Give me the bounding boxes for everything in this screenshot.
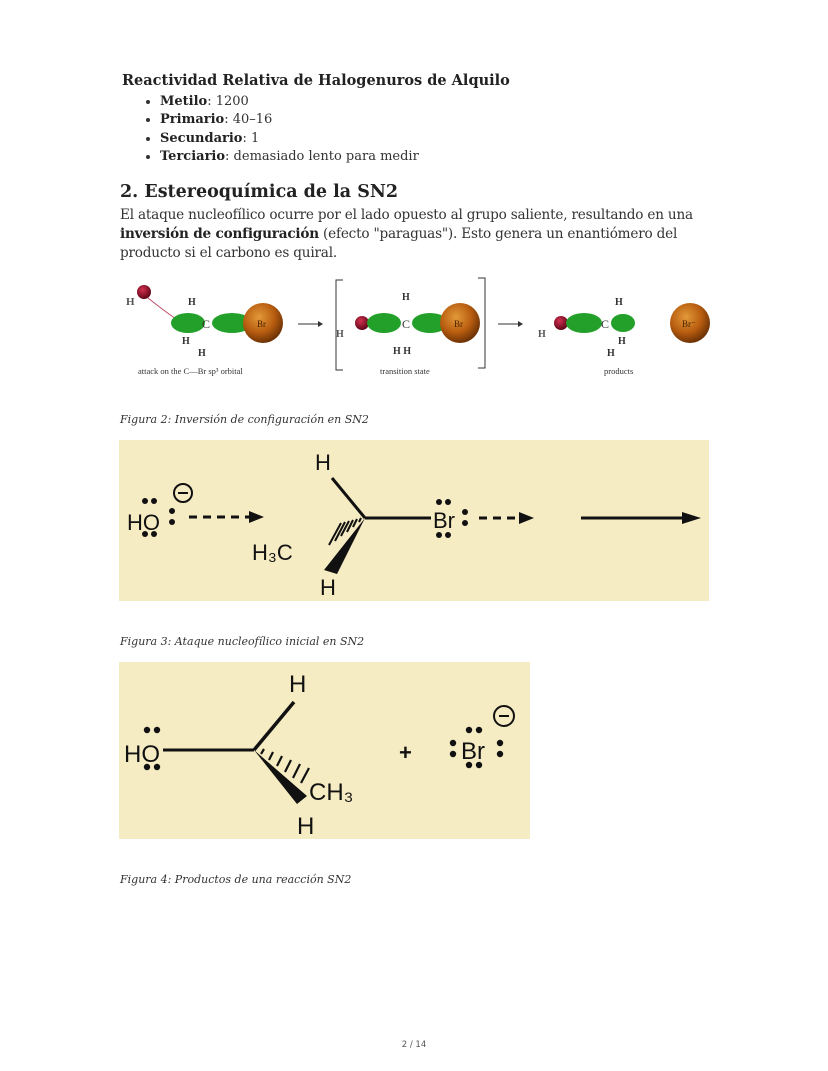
list-item: Secundario: 1: [160, 130, 419, 148]
section-paragraph: El ataque nucleofílico ocurre por el lad…: [120, 207, 693, 261]
svg-text:CH₃: CH₃: [309, 779, 353, 806]
svg-text:Br: Br: [433, 508, 455, 533]
figure-caption: Figura 2: Inversión de configuración en …: [120, 413, 369, 426]
svg-text:H: H: [607, 348, 615, 359]
svg-text:+: +: [399, 740, 412, 765]
svg-text:H: H: [198, 348, 206, 359]
orbital-inversion-diagram: H C Br H H H attack on the C—Br sp³ orbi…: [118, 272, 710, 382]
list-item: Metilo: 1200: [160, 93, 419, 111]
svg-text:HO: HO: [124, 741, 160, 768]
svg-text:H: H: [289, 671, 306, 698]
svg-text:H₃C: H₃C: [252, 540, 293, 565]
svg-text:C: C: [202, 317, 210, 331]
reactivity-list: Metilo: 1200 Primario: 40–16 Secundario:…: [142, 93, 419, 166]
svg-text:attack on the C—Br sp³ orbital: attack on the C—Br sp³ orbital: [138, 366, 243, 376]
page-number: 2 / 14: [401, 1040, 427, 1050]
svg-text:H: H: [126, 296, 135, 308]
svg-text:Br⁻: Br⁻: [682, 319, 696, 329]
nucleophilic-attack-diagram: HO H H₃C H Br: [119, 440, 709, 601]
svg-text:H: H: [320, 575, 336, 600]
sn2-products-diagram: HO H CH₃ H + Br: [119, 662, 530, 840]
svg-text:H H: H H: [393, 346, 411, 357]
list-item: Primario: 40–16: [160, 111, 419, 129]
svg-text:products: products: [604, 366, 633, 376]
svg-text:H: H: [402, 292, 410, 303]
section-title: 2. Estereoquímica de la SN2: [120, 182, 399, 202]
svg-text:H: H: [336, 329, 344, 340]
svg-text:Br: Br: [461, 738, 485, 765]
svg-text:H: H: [182, 336, 190, 347]
svg-text:H: H: [615, 297, 623, 308]
figure-caption: Figura 4: Productos de una reacción SN2: [120, 873, 352, 886]
svg-text:H: H: [538, 329, 546, 340]
svg-text:transition state: transition state: [380, 366, 430, 376]
reactivity-heading: Reactividad Relativa de Halogenuros de A…: [122, 72, 510, 89]
svg-text:H: H: [618, 336, 626, 347]
svg-text:Br: Br: [257, 319, 266, 329]
svg-text:H: H: [297, 813, 314, 839]
svg-text:C: C: [402, 317, 410, 331]
svg-text:HO: HO: [127, 510, 160, 535]
list-item: Terciario: demasiado lento para medir: [160, 148, 419, 166]
svg-text:H: H: [315, 450, 331, 475]
svg-text:H: H: [188, 297, 196, 308]
svg-text:Br: Br: [454, 319, 463, 329]
svg-text:C: C: [601, 317, 609, 331]
figure-caption: Figura 3: Ataque nucleofílico inicial en…: [120, 635, 365, 648]
